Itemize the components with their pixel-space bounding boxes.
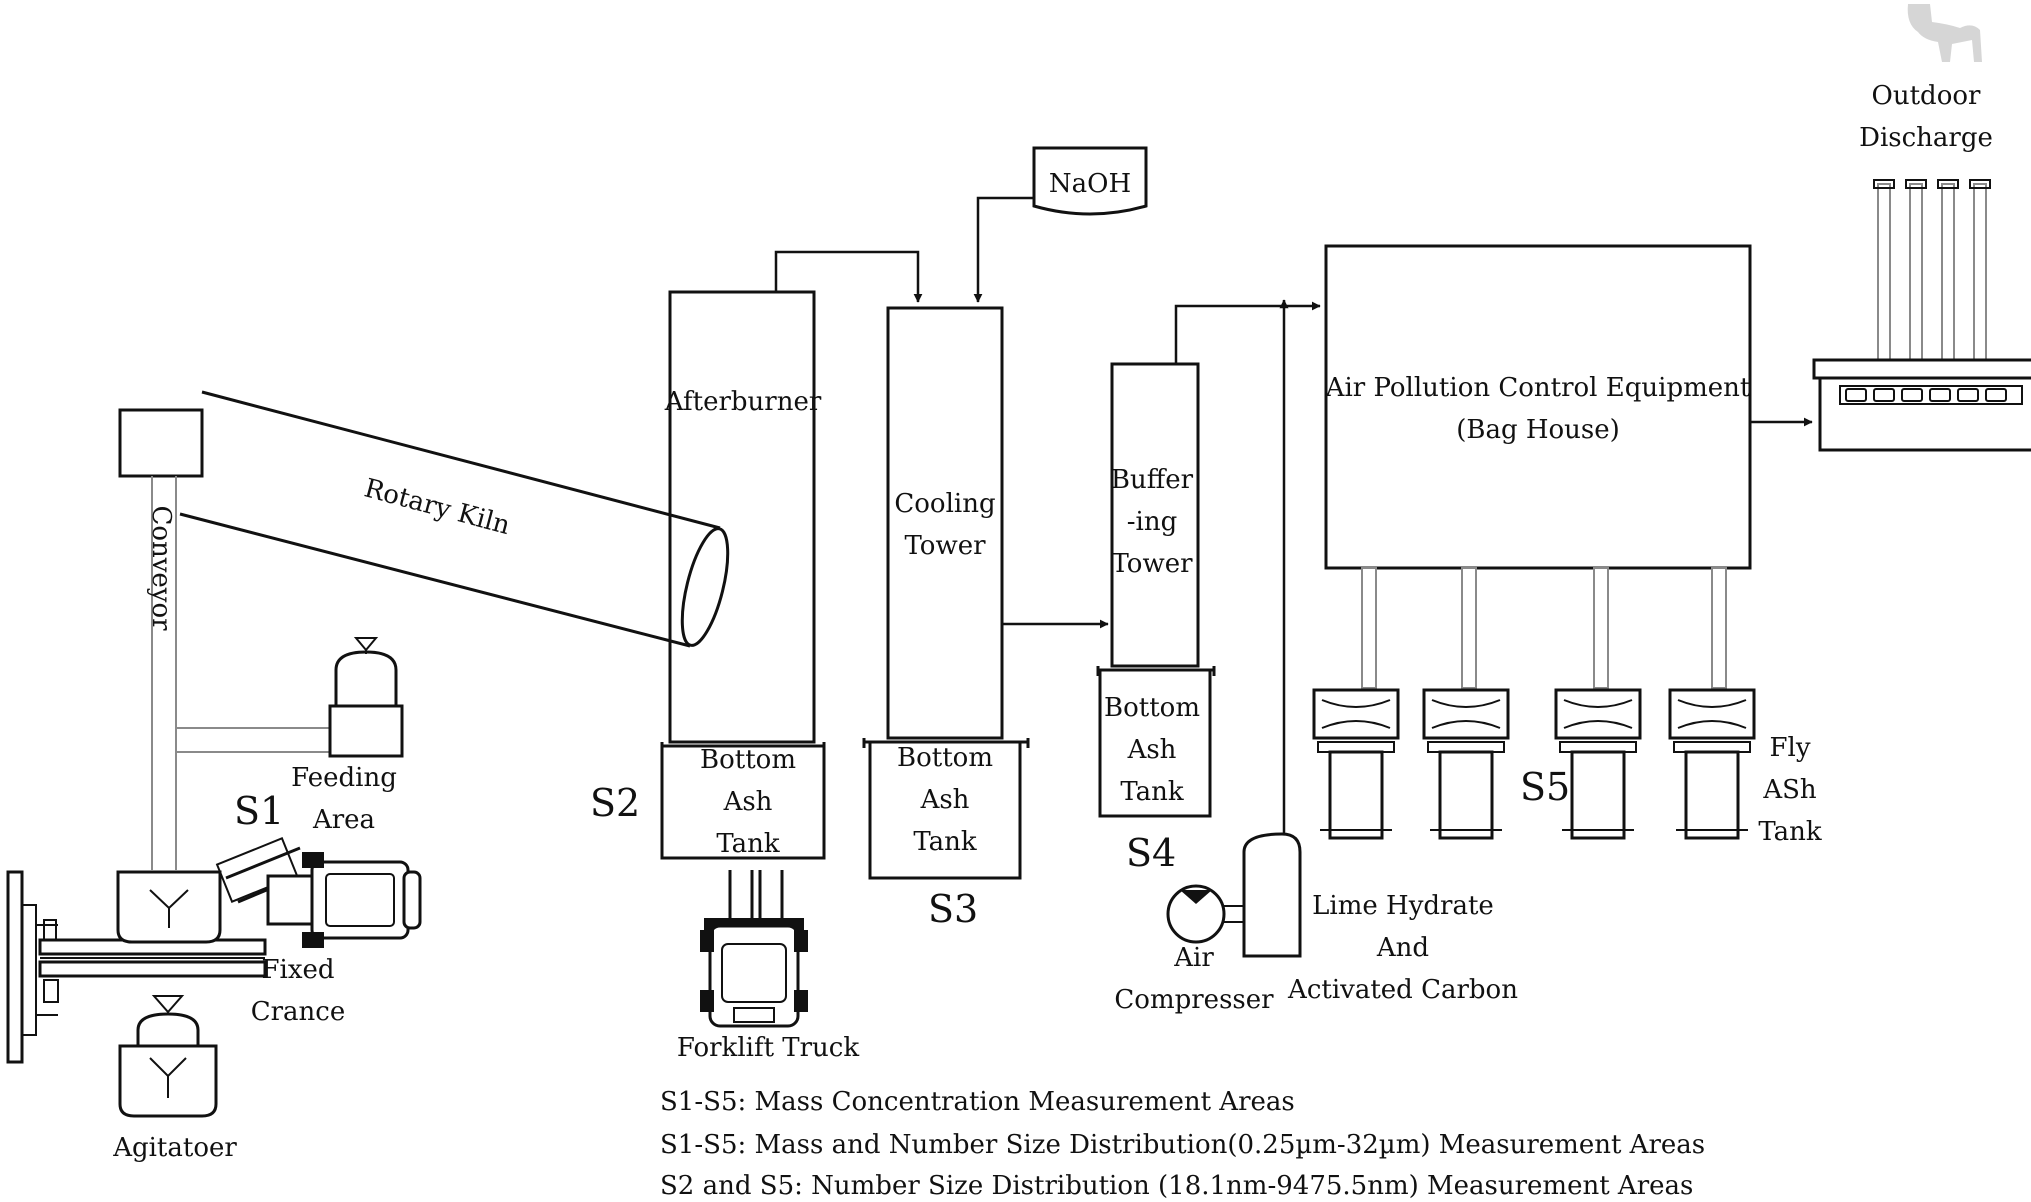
air-compressor [1166, 884, 1244, 944]
sampling-point-s4: S4 [1126, 831, 1176, 875]
fly-ash-tank-label-2: ASh [1762, 775, 1817, 805]
sampling-point-s3: S3 [928, 887, 978, 931]
rotary-kiln: Rotary Kiln [179, 390, 730, 648]
agitator-label: Agitatoer [112, 1133, 237, 1163]
outdoor-discharge-label-2: Discharge [1859, 123, 1993, 153]
cooling-tower-label-1: Cooling [894, 489, 995, 519]
conveyor: Conveyor [118, 408, 204, 870]
note-1: S1-S5: Mass Concentration Measurement Ar… [660, 1087, 1295, 1117]
bag-house-label-1: Air Pollution Control Equipment [1325, 373, 1751, 403]
fixed-crane [6, 870, 267, 1064]
bottom-ash-tank-3-label-2: Ash [1127, 735, 1177, 765]
buffering-tower-label-2: -ing [1127, 507, 1178, 537]
buffering-tower-label-1: Buffer [1111, 465, 1194, 495]
lime-carbon-label-3: Activated Carbon [1287, 975, 1518, 1005]
feeding-area-label-2: Area [312, 805, 375, 835]
bottom-ash-tank-2-label-3: Tank [913, 827, 977, 857]
bottom-ash-tank-2-label-2: Ash [920, 785, 970, 815]
bottom-ash-tank-1-label-2: Ash [723, 787, 773, 817]
agitator [118, 995, 218, 1118]
feeding-area-label-1: Feeding [291, 763, 397, 793]
forklift-truck-label: Forklift Truck [677, 1033, 859, 1063]
buffering-tower [1096, 362, 1216, 818]
lime-carbon-label-2: And [1376, 933, 1429, 963]
note-3: S2 and S5: Number Size Distribution (18.… [660, 1171, 1693, 1201]
rotary-kiln-label: Rotary Kiln [361, 473, 513, 541]
bottom-ash-tank-1-label-1: Bottom [700, 745, 796, 775]
cooling-tower [862, 306, 1030, 880]
lime-carbon-tank [1242, 299, 1302, 958]
buffering-tower-label-3: Tower [1111, 549, 1193, 579]
feeding-hopper [176, 637, 404, 758]
lime-carbon-label-1: Lime Hydrate [1312, 891, 1494, 921]
fixed-crane-label-1: Fixed [261, 955, 334, 985]
stack-building [1812, 179, 2031, 452]
flow-lines [774, 196, 1813, 629]
air-compressor-label-2: Compresser [1114, 985, 1274, 1015]
forklift-icon [215, 837, 422, 948]
fly-ash-tank-label-3: Tank [1758, 817, 1822, 847]
fixed-crane-label-2: Crance [251, 997, 346, 1027]
conveyor-label: Conveyor [146, 505, 176, 631]
naoh-tank [1032, 146, 1148, 216]
bottom-ash-tank-3-label-3: Tank [1120, 777, 1184, 807]
outdoor-discharge-label-1: Outdoor [1872, 81, 1981, 111]
note-2: S1-S5: Mass and Number Size Distribution… [660, 1130, 1705, 1160]
air-compressor-label-1: Air [1173, 943, 1214, 973]
forklift-truck-icon [700, 870, 808, 1028]
fly-ash-tank-label-1: Fly [1769, 733, 1810, 763]
naoh-label: NaOH [1049, 169, 1131, 199]
afterburner-label: Afterburner [664, 387, 822, 417]
sampling-point-s2: S2 [590, 781, 640, 825]
bag-house [1324, 244, 1752, 570]
bottom-ash-tank-1-label-3: Tank [716, 829, 780, 859]
bottom-ash-tank-2-label-1: Bottom [897, 743, 993, 773]
bottom-ash-tank-3-label-1: Bottom [1104, 693, 1200, 723]
corner-logo [1907, 4, 1982, 62]
bag-house-label-2: (Bag House) [1456, 415, 1620, 445]
sampling-point-s1: S1 [234, 789, 284, 833]
fly-ash-units [1312, 567, 1756, 840]
afterburner [660, 290, 826, 860]
sampling-point-s5: S5 [1520, 765, 1570, 809]
hopper [116, 870, 222, 944]
cooling-tower-label-2: Tower [904, 531, 986, 561]
